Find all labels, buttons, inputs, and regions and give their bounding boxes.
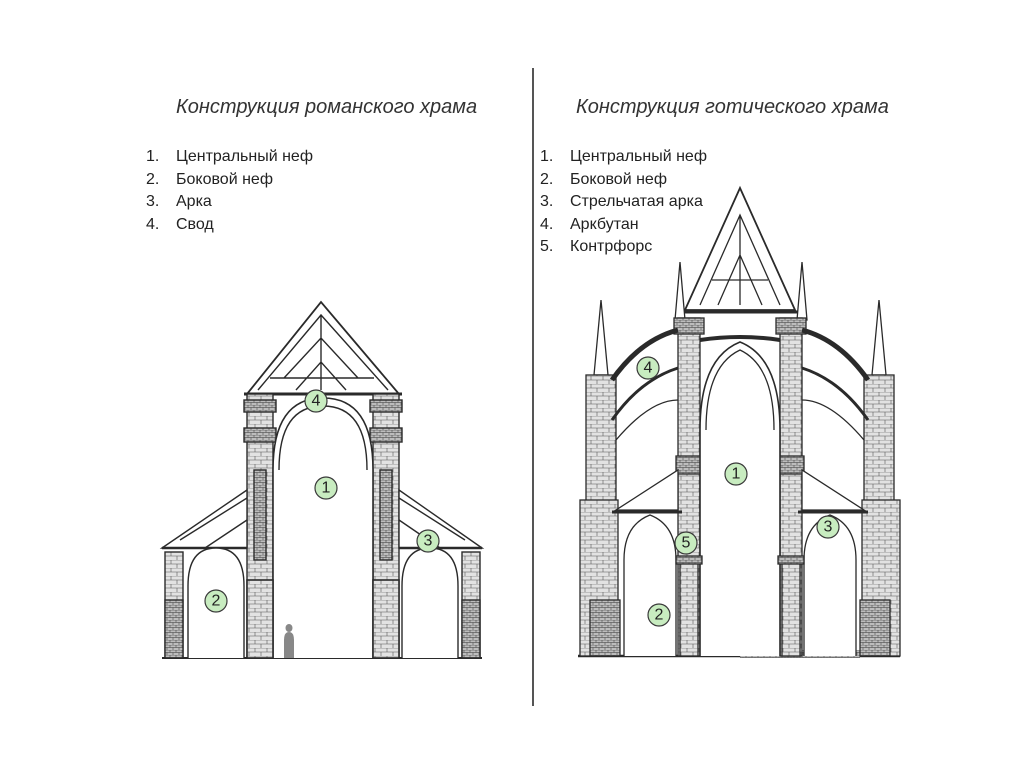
legend-label: Центральный неф	[570, 148, 707, 165]
legend-item: 5. Контрфорс	[540, 236, 707, 259]
svg-text:3: 3	[424, 533, 433, 550]
svg-text:5: 5	[682, 535, 691, 552]
legend-number: 5.	[540, 238, 554, 255]
romanesque-legend: 1. Центральный неф 2. Боковой неф 3. Арка 4…	[146, 146, 313, 236]
gothic-marker-1: 1	[724, 462, 748, 486]
legend-number: 3.	[146, 193, 160, 210]
legend-label: Контрфорс	[570, 238, 653, 255]
svg-text:4: 4	[312, 393, 321, 410]
romanesque-title: Конструкция романского храма	[176, 96, 478, 118]
svg-text:2: 2	[655, 607, 664, 624]
svg-text:2: 2	[212, 593, 221, 610]
legend-number: 2.	[540, 170, 554, 188]
legend-number: 4.	[540, 215, 554, 233]
legend-item: 2. Боковой неф	[146, 169, 313, 192]
legend-number: 1.	[146, 148, 160, 165]
legend-label: Арка	[176, 193, 212, 210]
legend-number: 3.	[540, 193, 554, 210]
gothic-title: Конструкция готического храма	[576, 96, 889, 118]
svg-text:1: 1	[732, 466, 741, 483]
svg-text:3: 3	[824, 519, 833, 536]
legend-item: 4. Аркбутан	[540, 214, 707, 237]
legend-number: 1.	[540, 148, 554, 165]
legend-item: 4. Свод	[146, 214, 313, 237]
gothic-marker-5: 5	[674, 531, 698, 555]
legend-label: Центральный неф	[176, 148, 313, 165]
svg-text:1: 1	[322, 480, 331, 497]
legend-label: Свод	[176, 215, 214, 233]
human-figure-icon	[284, 624, 294, 658]
legend-item: 3. Стрельчатая арка	[540, 191, 707, 214]
legend-item: 1. Центральный неф	[540, 146, 707, 169]
legend-item: 2. Боковой неф	[540, 169, 707, 192]
legend-label: Стрельчатая арка	[570, 193, 703, 210]
gothic-marker-4: 4	[636, 356, 660, 380]
gothic-legend: 1. Центральный неф 2. Боковой неф 3. Стрель…	[540, 146, 707, 259]
legend-item: 1. Центральный неф	[146, 146, 313, 169]
gothic-marker-2: 2	[647, 603, 671, 627]
gothic-section	[578, 185, 901, 658]
romanesque-marker-3: 3	[416, 529, 440, 553]
legend-number: 4.	[146, 215, 160, 233]
legend-label: Аркбутан	[570, 215, 639, 233]
romanesque-marker-4: 4	[304, 389, 328, 413]
svg-text:4: 4	[644, 360, 653, 377]
legend-label: Боковой неф	[176, 170, 273, 188]
column-divider	[532, 68, 534, 706]
romanesque-marker-2: 2	[204, 589, 228, 613]
legend-number: 2.	[146, 170, 160, 188]
gothic-marker-3: 3	[816, 515, 840, 539]
legend-label: Боковой неф	[570, 170, 667, 188]
legend-item: 3. Арка	[146, 191, 313, 214]
romanesque-marker-1: 1	[314, 476, 338, 500]
